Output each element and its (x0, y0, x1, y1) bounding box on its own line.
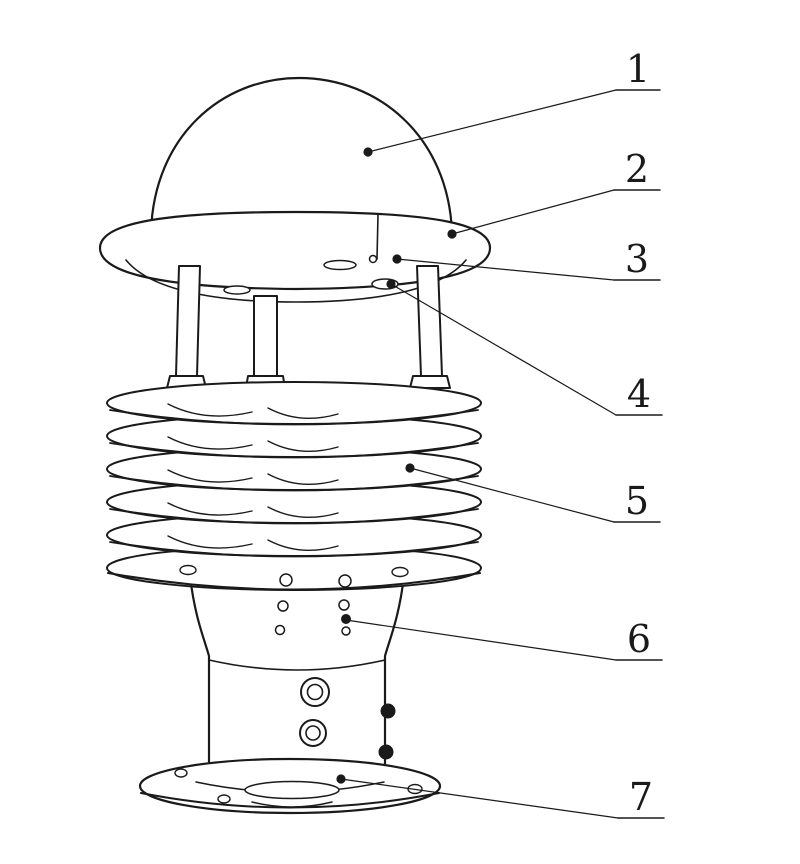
louver (106, 381, 482, 426)
callout-labels: 1 2 3 4 5 6 7 (625, 47, 653, 819)
callout-7-label: 7 (629, 775, 653, 819)
callout-1-dot (363, 147, 373, 157)
dome (149, 76, 454, 234)
callout-2-leader (451, 189, 615, 235)
callout-6-leader (345, 619, 617, 661)
callout-1-leader (367, 89, 617, 153)
under-cap-sensor-b (368, 254, 378, 264)
callout-3-leader (396, 258, 615, 281)
louver-stack (106, 381, 482, 558)
callout-6-label: 6 (627, 617, 651, 661)
callout-2-dot (447, 229, 457, 239)
shield-base-edge (107, 572, 481, 591)
callout-7-dot (336, 774, 346, 784)
line-art (98, 76, 665, 819)
callout-7-leader (340, 778, 619, 819)
body-shoulder (208, 659, 386, 671)
callout-5-leader (409, 467, 615, 523)
body-vent-holes (274, 573, 352, 636)
callout-3-dot (392, 254, 402, 264)
plate-screw-right (391, 566, 409, 578)
post-left (175, 265, 201, 377)
dome-seam (376, 214, 379, 260)
callout-5-dot (405, 463, 415, 473)
flange-opening (244, 780, 340, 800)
callout-2-label: 2 (625, 147, 649, 191)
support-posts (166, 265, 451, 389)
side-plug-upper (380, 703, 396, 719)
side-plug-lower (378, 744, 394, 760)
louver (106, 414, 482, 459)
flange-holes (174, 768, 423, 804)
cable-glands (299, 677, 330, 747)
callout-3-label: 3 (625, 237, 649, 281)
lower-body (188, 574, 406, 774)
callout-4-dot (386, 279, 396, 289)
post-right (416, 265, 443, 377)
louver (106, 480, 482, 525)
post-right-foot (409, 375, 451, 389)
callout-4-label: 4 (627, 372, 651, 416)
callout-1-label: 1 (626, 47, 650, 91)
body-vent-dot (341, 614, 351, 624)
callout-5-label: 5 (625, 479, 649, 523)
flange-slot (251, 801, 333, 808)
under-cap-sensor-a (323, 259, 357, 271)
post-middle (253, 295, 278, 377)
callout-leaders (336, 89, 665, 819)
plate-screw-left (179, 564, 197, 576)
callout-4-leader (390, 283, 617, 416)
under-cap-sensor-d (223, 285, 251, 295)
